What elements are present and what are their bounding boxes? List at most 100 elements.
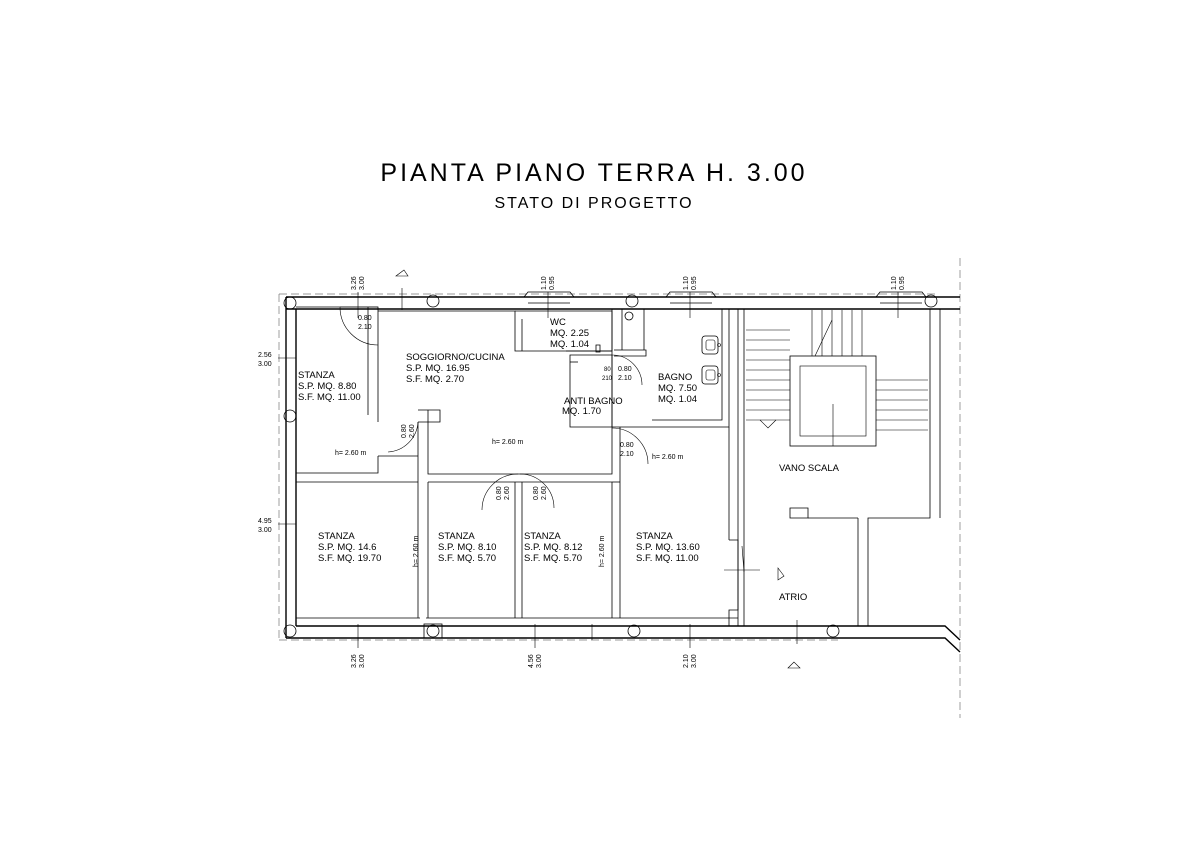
svg-text:4.56: 4.56: [528, 654, 535, 668]
svg-text:2.10: 2.10: [618, 375, 632, 382]
window-dimension: 2.10 3.00: [683, 654, 698, 668]
dimension-lines: [278, 269, 899, 669]
svg-text:0.95: 0.95: [691, 276, 698, 290]
svg-text:1.10: 1.10: [541, 276, 548, 290]
room-area-sp: S.P. MQ. 8.12: [524, 542, 582, 553]
room-area-sp: S.P. MQ. 8.80: [298, 381, 356, 392]
svg-text:0.80: 0.80: [496, 486, 503, 500]
window-dimension: 2.56 3.00: [258, 352, 272, 368]
svg-text:0.95: 0.95: [899, 276, 906, 290]
room-area-sp: S.P. MQ. 13.60: [636, 542, 700, 553]
svg-text:3.26: 3.26: [351, 654, 358, 668]
room-area-sp: MQ. 1.70: [562, 406, 601, 417]
room-stanza-top-left: STANZA S.P. MQ. 8.80 S.F. MQ. 11.00: [298, 370, 361, 403]
svg-text:2.56: 2.56: [258, 352, 272, 359]
height-label: h= 2.60 m: [492, 439, 523, 446]
room-stanza-middle-right: STANZA S.P. MQ. 8.12 S.F. MQ. 5.70: [524, 531, 582, 564]
svg-text:3.00: 3.00: [536, 654, 543, 668]
room-name: BAGNO: [658, 372, 692, 383]
top-windows: [523, 291, 927, 304]
svg-text:2.60: 2.60: [541, 486, 548, 500]
svg-text:2.10: 2.10: [620, 451, 634, 458]
room-area-sp: S.P. MQ. 8.10: [438, 542, 496, 553]
room-bagno: BAGNO MQ. 7.50 MQ. 1.04: [658, 372, 697, 405]
svg-text:3.00: 3.00: [359, 654, 366, 668]
room-name: STANZA: [318, 531, 355, 542]
door-dimension: 0.80 2.10: [358, 315, 372, 331]
door-dimension: 0.80 2.10: [620, 442, 634, 458]
structural-columns: [283, 294, 938, 639]
door-dimension: 0.80 2.60: [533, 486, 548, 500]
staircase: [746, 310, 928, 447]
height-label: h= 2.60 m: [335, 450, 366, 457]
room-name: STANZA: [524, 531, 561, 542]
room-anti-bagno: ANTI BAGNO MQ. 1.70: [562, 396, 623, 417]
bathroom-fixtures: [701, 335, 721, 385]
room-area-sp: S.P. MQ. 14.6: [318, 542, 376, 553]
door-swings: [339, 306, 649, 511]
room-wc: WC MQ. 2.25 MQ. 1.04: [550, 317, 589, 350]
room-name: STANZA: [438, 531, 475, 542]
svg-text:3.26: 3.26: [351, 276, 358, 290]
room-name: SOGGIORNO/CUCINA: [406, 352, 505, 363]
height-label: h= 2.60 m: [652, 454, 683, 461]
svg-text:1.10: 1.10: [891, 276, 898, 290]
window-dimension: 4.95 3.00: [258, 518, 272, 534]
svg-text:0.80: 0.80: [533, 486, 540, 500]
room-area-sf: S.F. MQ. 5.70: [524, 553, 582, 564]
svg-text:0.80: 0.80: [401, 424, 408, 438]
small-mark: 210: [602, 376, 613, 382]
room-area-sf: MQ. 1.04: [658, 394, 697, 405]
svg-text:3.00: 3.00: [258, 527, 272, 534]
interior-walls: [296, 306, 941, 626]
window-dimension: 3.26 3.00: [351, 654, 366, 668]
room-name: STANZA: [298, 370, 335, 381]
room-atrio: ATRIO: [779, 592, 807, 603]
window-dimension: 1.10 0.95: [891, 276, 906, 290]
small-mark: 80: [604, 367, 611, 373]
svg-text:3.00: 3.00: [359, 276, 366, 290]
room-area-sf: S.F. MQ. 5.70: [438, 553, 496, 564]
room-area-sf: S.F. MQ. 11.00: [636, 553, 699, 564]
room-stanza-bottom-left: STANZA S.P. MQ. 14.6 S.F. MQ. 19.70: [318, 531, 381, 564]
window-dimension: 1.10 0.95: [541, 276, 556, 290]
room-area-sp: MQ. 7.50: [658, 383, 697, 394]
svg-text:0.80: 0.80: [358, 315, 372, 322]
svg-text:0.95: 0.95: [549, 276, 556, 290]
svg-text:2.10: 2.10: [683, 654, 690, 668]
room-area-sf: S.F. MQ. 11.00: [298, 392, 361, 403]
room-stanza-middle-left: STANZA S.P. MQ. 8.10 S.F. MQ. 5.70: [438, 531, 496, 564]
window-dimension: 1.10 0.95: [683, 276, 698, 290]
svg-text:3.00: 3.00: [258, 361, 272, 368]
dashed-boundary: [278, 258, 961, 718]
room-name: STANZA: [636, 531, 673, 542]
svg-text:2.10: 2.10: [358, 324, 372, 331]
height-label: h= 2.60 m: [413, 536, 420, 567]
door-dimension: 0.80 2.10: [618, 366, 632, 382]
room-soggiorno-cucina: SOGGIORNO/CUCINA S.P. MQ. 16.95 S.F. MQ.…: [406, 352, 505, 385]
room-vano-scala: VANO SCALA: [779, 463, 840, 474]
window-dimension: 4.56 3.00: [528, 654, 543, 668]
svg-text:1.10: 1.10: [683, 276, 690, 290]
svg-text:4.95: 4.95: [258, 518, 272, 525]
svg-text:2.60: 2.60: [409, 424, 416, 438]
room-area-sf: S.F. MQ. 2.70: [406, 374, 464, 385]
room-area-sf: MQ. 1.04: [550, 339, 589, 350]
door-dimension: 0.80 2.60: [401, 424, 416, 438]
room-name: ANTI BAGNO: [564, 396, 623, 407]
door-dimension: 0.80 2.60: [496, 486, 511, 500]
svg-text:3.00: 3.00: [691, 654, 698, 668]
room-area-sp: MQ. 2.25: [550, 328, 589, 339]
svg-text:0.80: 0.80: [620, 442, 634, 449]
room-area-sp: S.P. MQ. 16.95: [406, 363, 470, 374]
svg-text:2.60: 2.60: [504, 486, 511, 500]
window-dimension: 3.26 3.00: [351, 276, 366, 290]
svg-text:0.80: 0.80: [618, 366, 632, 373]
plan-subtitle: STATO DI PROGETTO: [494, 195, 693, 212]
height-label: h= 2.60 m: [599, 536, 606, 567]
room-name: WC: [550, 317, 566, 328]
room-area-sf: S.F. MQ. 19.70: [318, 553, 381, 564]
room-stanza-bottom-right: STANZA S.P. MQ. 13.60 S.F. MQ. 11.00: [636, 531, 700, 564]
plan-title: PIANTA PIANO TERRA H. 3.00: [380, 159, 807, 187]
